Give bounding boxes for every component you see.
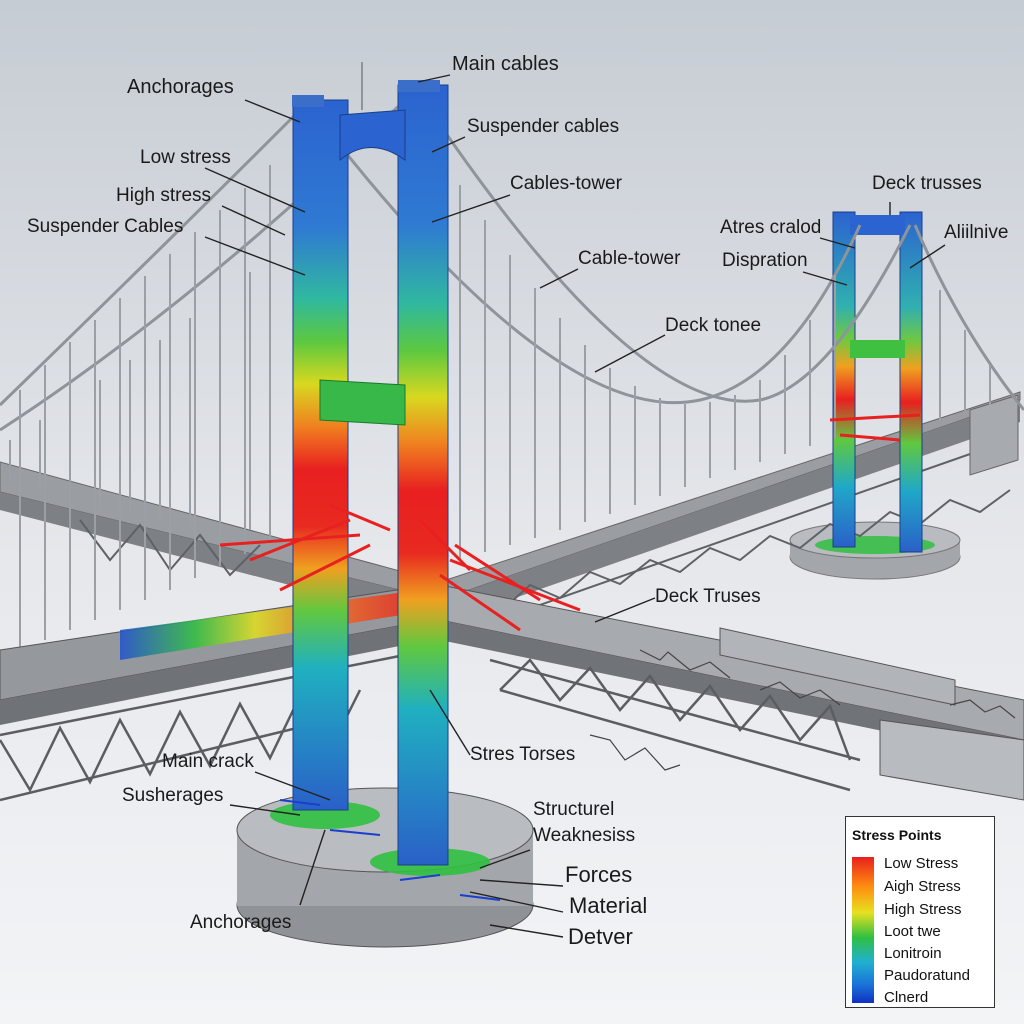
label-detver: Detver <box>568 924 633 949</box>
label-cables-tower: Cables-tower <box>510 173 622 194</box>
label-low-stress: Low stress <box>140 147 231 168</box>
far-tower <box>832 211 923 553</box>
label-high-stress: High stress <box>116 185 212 206</box>
legend-item: Low Stress <box>884 855 959 872</box>
label-susherages: Susherages <box>122 785 224 806</box>
legend-title: Stress Points <box>852 827 942 843</box>
label-stres-torses: Stres Torses <box>470 744 576 765</box>
deck-cracks <box>589 649 1016 771</box>
legend-color-bar <box>852 857 874 1003</box>
near-deck-right <box>439 584 1024 801</box>
label-atres-cralod: Atres cralod <box>720 217 822 238</box>
legend-item: Aigh Stress <box>884 878 961 895</box>
label-material: Material <box>569 893 648 918</box>
legend-item: Clnerd <box>884 989 929 1006</box>
main-tower <box>292 62 449 866</box>
label-forces: Forces <box>565 862 633 887</box>
label-anchorages-bottom: Anchorages <box>190 912 292 933</box>
label-anchorages-top: Anchorages <box>127 76 234 98</box>
legend-item: Lonitroin <box>884 945 942 962</box>
label-suspender-cables-top: Suspender cables <box>467 116 620 137</box>
suspender-cables-mid <box>459 185 991 560</box>
legend-item: High Stress <box>884 901 962 918</box>
legend-item: Loot twe <box>884 923 941 940</box>
label-main-crack: Main crack <box>162 751 254 772</box>
label-structurel: Structurel <box>533 799 615 820</box>
main-tower-base <box>236 787 534 948</box>
suspender-cables-left <box>9 165 271 650</box>
stress-legend: Stress Points Low Stress Aigh Stress Hig… <box>845 816 995 1008</box>
label-dispration: Dispration <box>722 250 808 271</box>
legend-item: Paudoratund <box>884 967 970 984</box>
leader-lines <box>204 74 946 938</box>
stress-arrows <box>219 413 921 632</box>
label-cable-tower: Cable-tower <box>578 248 681 269</box>
label-deck-trusses-top: Deck trusses <box>872 173 982 194</box>
label-suspender-cables-left: Suspender Cables <box>27 216 184 237</box>
label-deck-tone: Deck tonee <box>665 315 762 336</box>
label-main-cables: Main cables <box>452 53 559 75</box>
label-aliilnive: Aliilnive <box>944 222 1009 243</box>
label-deck-truses: Deck Truses <box>655 586 761 607</box>
label-weaknesiss: Weaknesiss <box>533 825 636 846</box>
minor-arrows <box>279 799 501 901</box>
